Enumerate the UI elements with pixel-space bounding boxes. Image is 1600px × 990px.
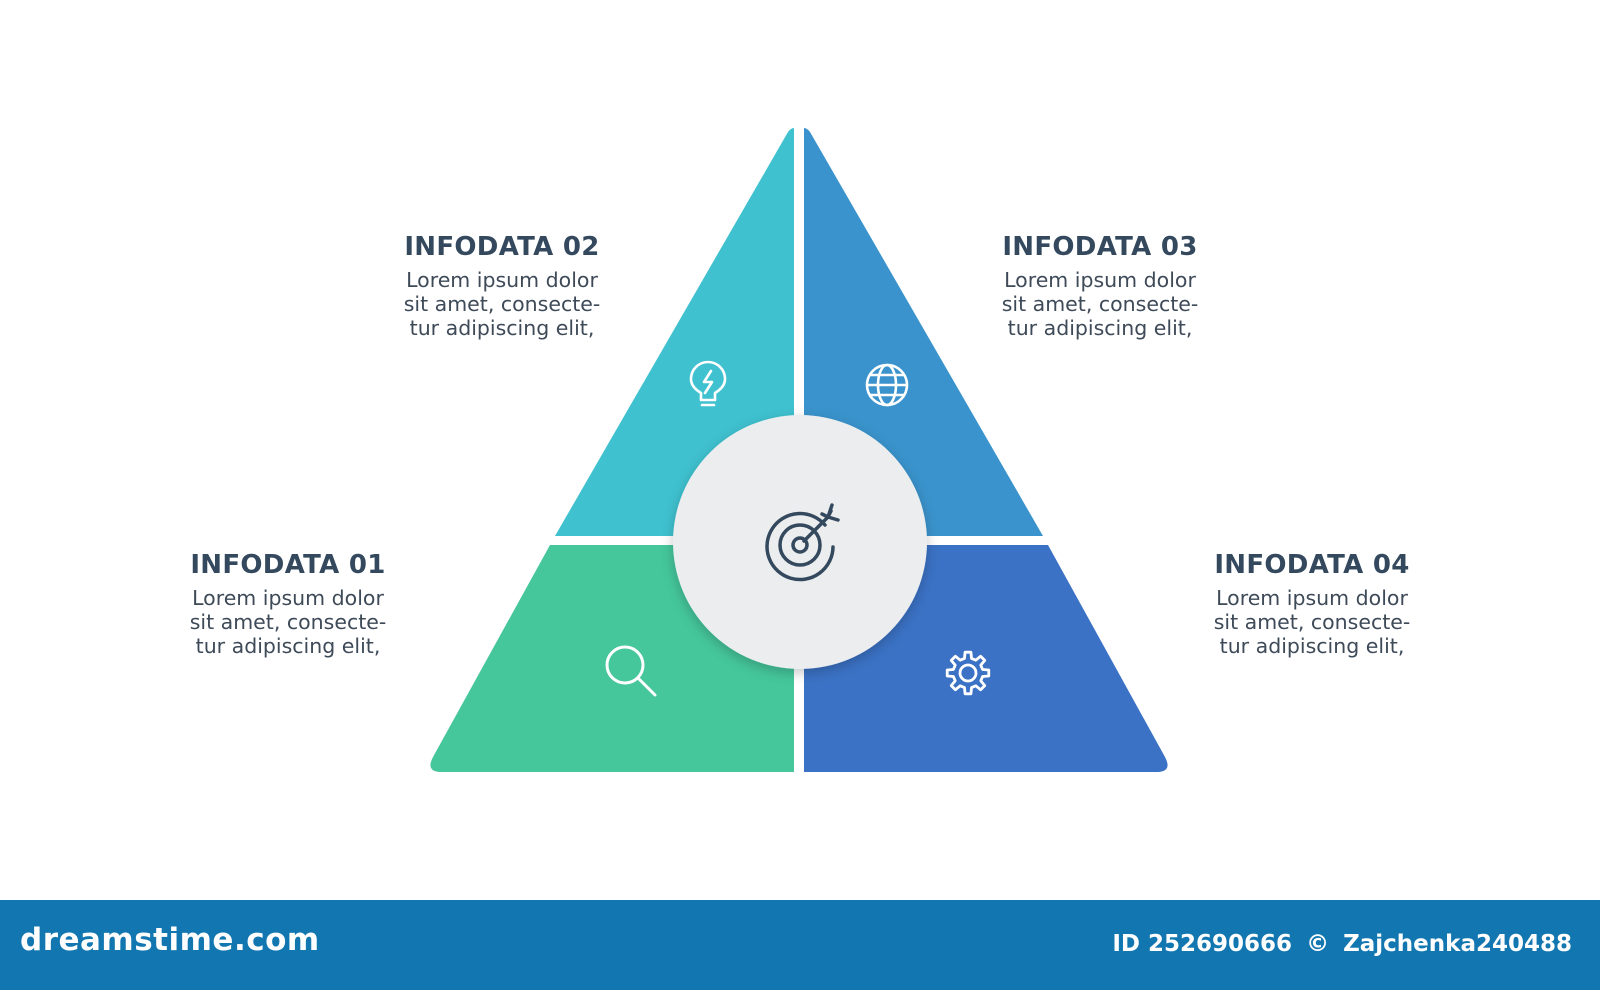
- infodata-02-title: INFODATA 02: [404, 232, 600, 262]
- footer-brand[interactable]: dreamstime.com: [20, 922, 320, 958]
- copyright-icon: ©: [1306, 931, 1330, 957]
- footer-credit: ID 252690666 © Zajchenka240488: [1106, 931, 1572, 957]
- infodata-03-text-line: tur adipiscing elit,: [1007, 316, 1193, 340]
- footer-bar: dreamstime.com ID 252690666 © Zajchenka2…: [0, 900, 1600, 990]
- gear-icon: [945, 650, 991, 696]
- center-circle: [673, 415, 927, 669]
- infodata-04-title: INFODATA 04: [1214, 550, 1410, 580]
- infodata-02-block: INFODATA 02 Lorem ipsum dolor sit amet, …: [382, 232, 622, 340]
- infodata-01-text-line: tur adipiscing elit,: [195, 634, 381, 658]
- infodata-02-text-line: Lorem ipsum dolor: [406, 268, 598, 292]
- infodata-01-title: INFODATA 01: [190, 550, 386, 580]
- infodata-04-text-line: sit amet, consecte-: [1213, 610, 1411, 634]
- infodata-01-text-line: sit amet, consecte-: [189, 610, 387, 634]
- infodata-02-text-line: sit amet, consecte-: [403, 292, 601, 316]
- lightbulb-icon: [689, 360, 727, 407]
- infodata-04-text-line: Lorem ipsum dolor: [1216, 586, 1408, 610]
- infodata-03-title: INFODATA 03: [1002, 232, 1198, 262]
- footer-id: ID 252690666: [1112, 931, 1293, 957]
- infodata-03-text-line: Lorem ipsum dolor: [1004, 268, 1196, 292]
- infodata-04-block: INFODATA 04 Lorem ipsum dolor sit amet, …: [1192, 550, 1432, 658]
- infographic: INFODATA 01 Lorem ipsum dolor sit amet, …: [168, 128, 1432, 772]
- magnifier-icon: [605, 645, 657, 697]
- infodata-04-text-line: tur adipiscing elit,: [1219, 634, 1405, 658]
- footer-author: Zajchenka240488: [1343, 931, 1572, 957]
- globe-icon: [865, 363, 909, 407]
- infodata-02-text-line: tur adipiscing elit,: [409, 316, 595, 340]
- pyramid-diagram: [430, 128, 1168, 772]
- infodata-01-text-line: Lorem ipsum dolor: [192, 586, 384, 610]
- target-icon: [765, 503, 840, 582]
- infodata-03-text-line: sit amet, consecte-: [1001, 292, 1199, 316]
- infodata-03-block: INFODATA 03 Lorem ipsum dolor sit amet, …: [980, 232, 1220, 340]
- infodata-01-block: INFODATA 01 Lorem ipsum dolor sit amet, …: [168, 550, 408, 658]
